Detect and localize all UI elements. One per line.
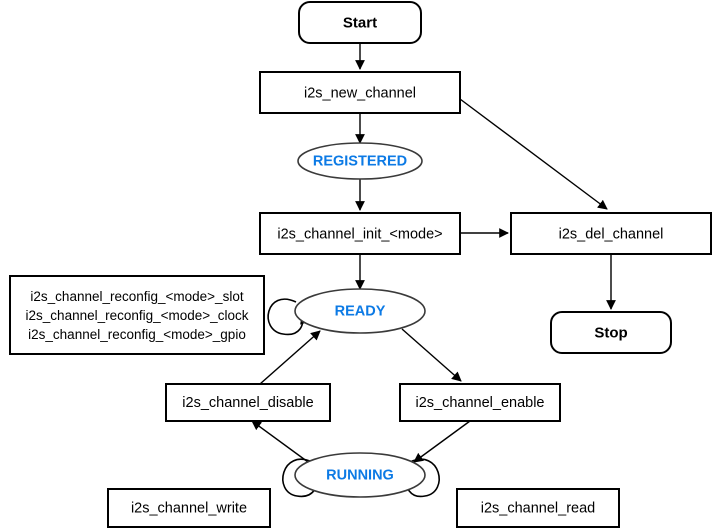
edge-ready-to-enable: [401, 328, 462, 382]
channel-enable-label: i2s_channel_enable: [416, 395, 545, 411]
node-channel-read[interactable]: i2s_channel_read: [456, 488, 620, 528]
node-state-running[interactable]: RUNNING: [294, 452, 426, 498]
node-start[interactable]: Start: [298, 1, 422, 44]
channel-read-label: i2s_channel_read: [481, 500, 595, 516]
reconfig-line-1: i2s_channel_reconfig_<mode>_slot: [30, 289, 243, 304]
new-channel-label: i2s_new_channel: [304, 85, 416, 101]
new-channel-shape: [259, 71, 461, 114]
running-shape: [294, 452, 426, 498]
channel-read-shape: [456, 488, 620, 528]
channel-init-label: i2s_channel_init_<mode>: [277, 226, 442, 242]
node-state-ready[interactable]: READY: [294, 288, 426, 334]
channel-enable-shape: [399, 383, 561, 422]
channel-write-shape: [107, 488, 271, 528]
node-channel-enable[interactable]: i2s_channel_enable: [399, 383, 561, 422]
edge-new-channel-to-del-channel: [459, 98, 608, 210]
del-channel-shape: [510, 212, 712, 255]
registered-label: REGISTERED: [313, 153, 407, 169]
node-del-channel[interactable]: i2s_del_channel: [510, 212, 712, 255]
node-reconfig-box[interactable]: i2s_channel_reconfig_<mode>_slot i2s_cha…: [9, 275, 265, 355]
edge-disable-to-ready: [259, 330, 321, 385]
edge-ready-self-loop-reconfig: [267, 298, 310, 336]
edge-enable-to-running: [413, 420, 471, 463]
start-shape: [298, 1, 422, 44]
edge-running-to-disable: [251, 420, 309, 463]
stop-label: Stop: [594, 324, 627, 341]
node-channel-write[interactable]: i2s_channel_write: [107, 488, 271, 528]
channel-init-shape: [259, 212, 461, 255]
node-channel-disable[interactable]: i2s_channel_disable: [165, 383, 331, 422]
node-channel-init[interactable]: i2s_channel_init_<mode>: [259, 212, 461, 255]
ready-shape: [294, 288, 426, 334]
channel-write-label: i2s_channel_write: [131, 500, 247, 516]
del-channel-label: i2s_del_channel: [559, 226, 664, 242]
stop-shape: [550, 311, 672, 354]
ready-label: READY: [335, 303, 386, 319]
reconfig-line-3: i2s_channel_reconfig_<mode>_gpio: [28, 327, 246, 342]
reconfig-shape: [9, 275, 265, 355]
reconfig-line-2: i2s_channel_reconfig_<mode>_clock: [26, 308, 249, 323]
registered-shape: [297, 142, 423, 180]
node-stop[interactable]: Stop: [550, 311, 672, 354]
running-label: RUNNING: [326, 467, 394, 483]
node-new-channel[interactable]: i2s_new_channel: [259, 71, 461, 114]
start-label: Start: [343, 14, 377, 31]
node-state-registered[interactable]: REGISTERED: [297, 142, 423, 180]
channel-disable-shape: [165, 383, 331, 422]
channel-disable-label: i2s_channel_disable: [182, 395, 313, 411]
